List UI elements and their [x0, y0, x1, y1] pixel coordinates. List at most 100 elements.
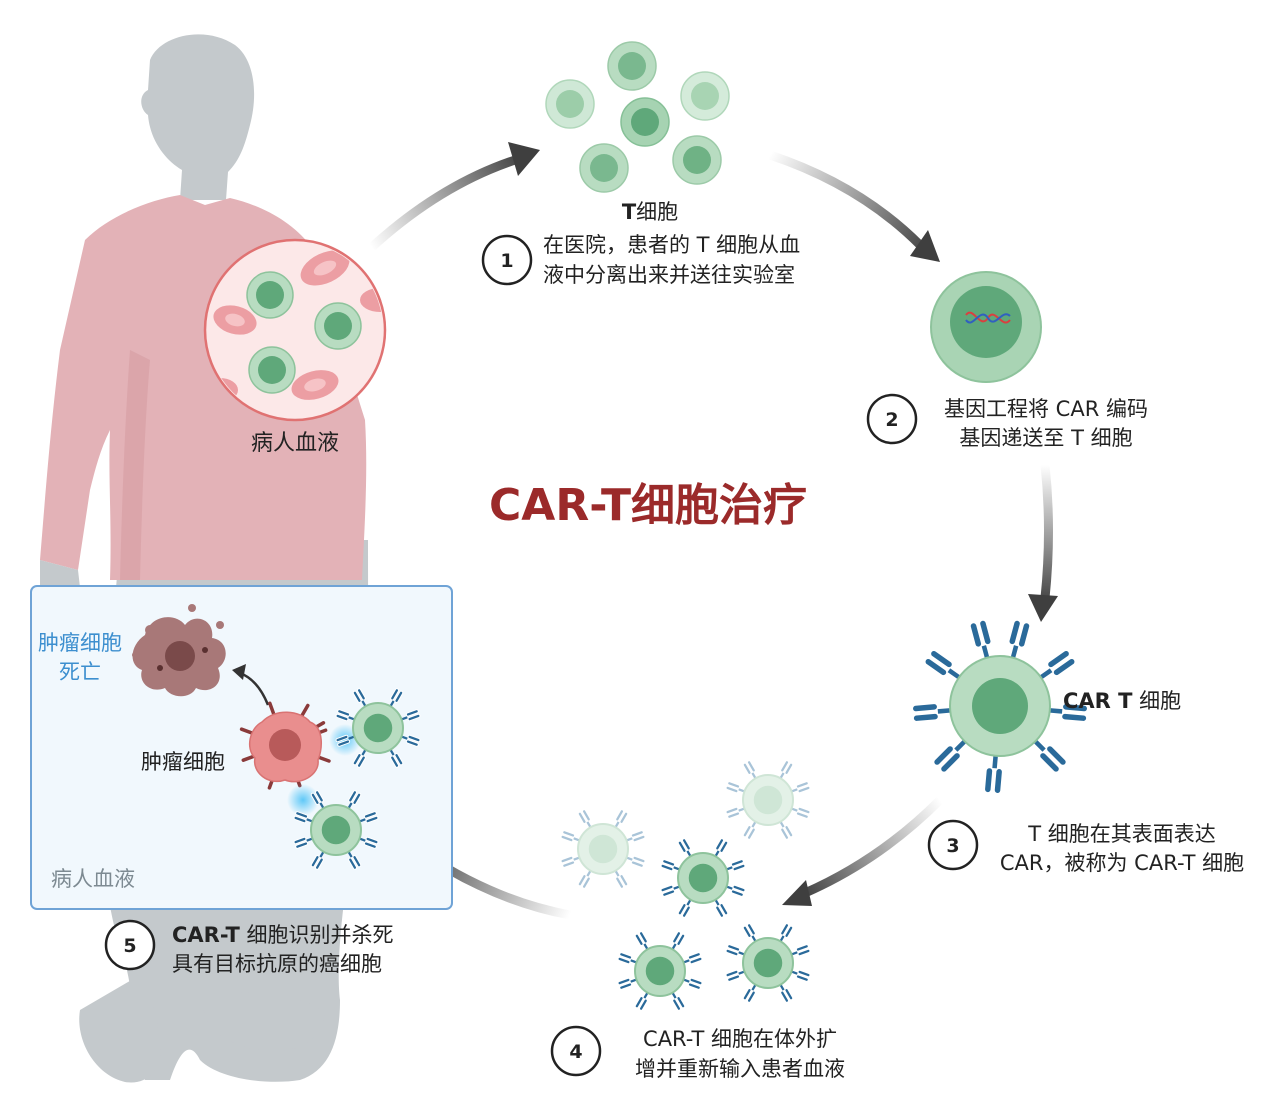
- step5-badge: 5: [104, 919, 156, 971]
- patient-blood-label: 病人血液: [251, 431, 339, 456]
- step1-line1: 在医院，患者的 T 细胞从血: [543, 233, 800, 257]
- car-receptor: [671, 992, 686, 1011]
- car-receptor: [1033, 739, 1067, 773]
- step1-heading-rest: 细胞: [636, 200, 678, 224]
- step5-line2: 具有目标抗原的癌细胞: [172, 952, 382, 976]
- t-cell: [579, 143, 629, 193]
- car-receptor: [1008, 619, 1031, 659]
- car-receptor: [714, 899, 729, 918]
- step5-line1-rest: 细胞识别并杀死: [240, 923, 394, 947]
- car-receptor: [683, 952, 703, 965]
- tumor-cell: [239, 701, 331, 790]
- car-receptor: [924, 650, 961, 680]
- car-receptor: [779, 760, 794, 779]
- car-receptor: [791, 944, 811, 957]
- step3-badge: 3: [927, 819, 979, 871]
- arrow-step1: [368, 142, 540, 251]
- diagram-title: CAR-T细胞治疗: [489, 480, 807, 531]
- arrow-step2: [768, 150, 940, 262]
- arrow-step3: [1028, 464, 1058, 622]
- car-receptor: [779, 984, 794, 1003]
- isolated-t-cells: [545, 41, 730, 193]
- t-cell: [620, 97, 670, 147]
- blood-t-cell: [246, 271, 294, 319]
- step5-line1: CAR-T 细胞识别并杀死: [172, 923, 393, 947]
- dna-icon: [965, 311, 1011, 324]
- step4-number: 4: [569, 1041, 582, 1063]
- car-receptor: [293, 811, 313, 824]
- step4-badge: 4: [550, 1025, 602, 1077]
- car-receptor: [389, 688, 404, 707]
- car-receptor: [352, 749, 367, 768]
- car-receptor: [683, 977, 703, 990]
- car-receptor: [725, 944, 745, 957]
- car-t-cell: [293, 790, 379, 870]
- car-receptor: [626, 855, 646, 868]
- car-receptor: [791, 969, 811, 982]
- car-receptor: [912, 703, 951, 722]
- car-receptor: [335, 709, 355, 722]
- step4-line1: CAR-T 细胞在体外扩: [643, 1027, 837, 1051]
- car-receptor: [779, 821, 794, 840]
- car-t-cell: [617, 931, 703, 1011]
- step5-line1-bold: CAR-T: [172, 923, 240, 947]
- tumor-kill-inset: 肿瘤细胞 死亡 肿瘤细胞 病人血液: [30, 585, 453, 910]
- step3-number: 3: [946, 835, 959, 857]
- arrow-step4: [782, 796, 944, 906]
- car-receptor: [725, 806, 745, 819]
- car-receptor: [293, 836, 313, 849]
- step1-number: 1: [500, 250, 513, 272]
- step3-heading-bold: CAR T: [1063, 689, 1133, 713]
- car-receptor: [310, 790, 325, 809]
- car-receptor: [984, 755, 1003, 794]
- car-receptor: [742, 760, 757, 779]
- death-arrow: [232, 664, 270, 706]
- car-receptor: [742, 923, 757, 942]
- expanded-car-t-cells: [560, 760, 811, 1011]
- car-receptor: [347, 851, 362, 870]
- car-receptor: [626, 830, 646, 843]
- step1-heading: T细胞: [622, 200, 678, 224]
- car-t-cell: [725, 760, 811, 840]
- car-receptor: [1049, 703, 1088, 722]
- engineered-t-cell: [930, 271, 1042, 383]
- step3-heading: CAR T 细胞: [1063, 689, 1181, 713]
- car-receptor: [742, 821, 757, 840]
- car-receptor: [660, 859, 680, 872]
- car-receptor: [577, 809, 592, 828]
- car-receptor: [560, 830, 580, 843]
- car-receptor: [677, 838, 692, 857]
- car-receptor: [347, 790, 362, 809]
- car-receptor: [725, 781, 745, 794]
- car-receptor: [660, 884, 680, 897]
- t-cell: [545, 79, 595, 129]
- car-receptor: [933, 739, 967, 773]
- car-receptor: [389, 749, 404, 768]
- car-receptor: [726, 859, 746, 872]
- car-receptor: [359, 811, 379, 824]
- blood-t-cell: [314, 302, 362, 350]
- step2-line1: 基因工程将 CAR 编码: [944, 397, 1148, 421]
- step2-badge: 2: [866, 393, 918, 445]
- step1-line2: 液中分离出来并送往实验室: [543, 263, 795, 287]
- inset-blood-label: 病人血液: [51, 867, 135, 891]
- car-t-cell: [912, 619, 1088, 794]
- car-receptor: [352, 688, 367, 707]
- car-receptor: [335, 734, 355, 747]
- car-receptor: [677, 899, 692, 918]
- car-receptor: [401, 709, 421, 722]
- step3-heading-rest: 细胞: [1132, 689, 1181, 713]
- car-receptor: [614, 809, 629, 828]
- car-receptor: [791, 781, 811, 794]
- t-cell: [672, 135, 722, 185]
- car-receptor: [634, 931, 649, 950]
- car-receptor: [969, 619, 992, 659]
- car-receptor: [791, 806, 811, 819]
- step3-line2: CAR，被称为 CAR-T 细胞: [1000, 851, 1244, 875]
- car-receptor: [671, 931, 686, 950]
- dead-tumor-cell: [132, 604, 226, 697]
- car-t-cell: [725, 923, 811, 1003]
- step1-badge: 1: [481, 234, 533, 286]
- car-receptor: [779, 923, 794, 942]
